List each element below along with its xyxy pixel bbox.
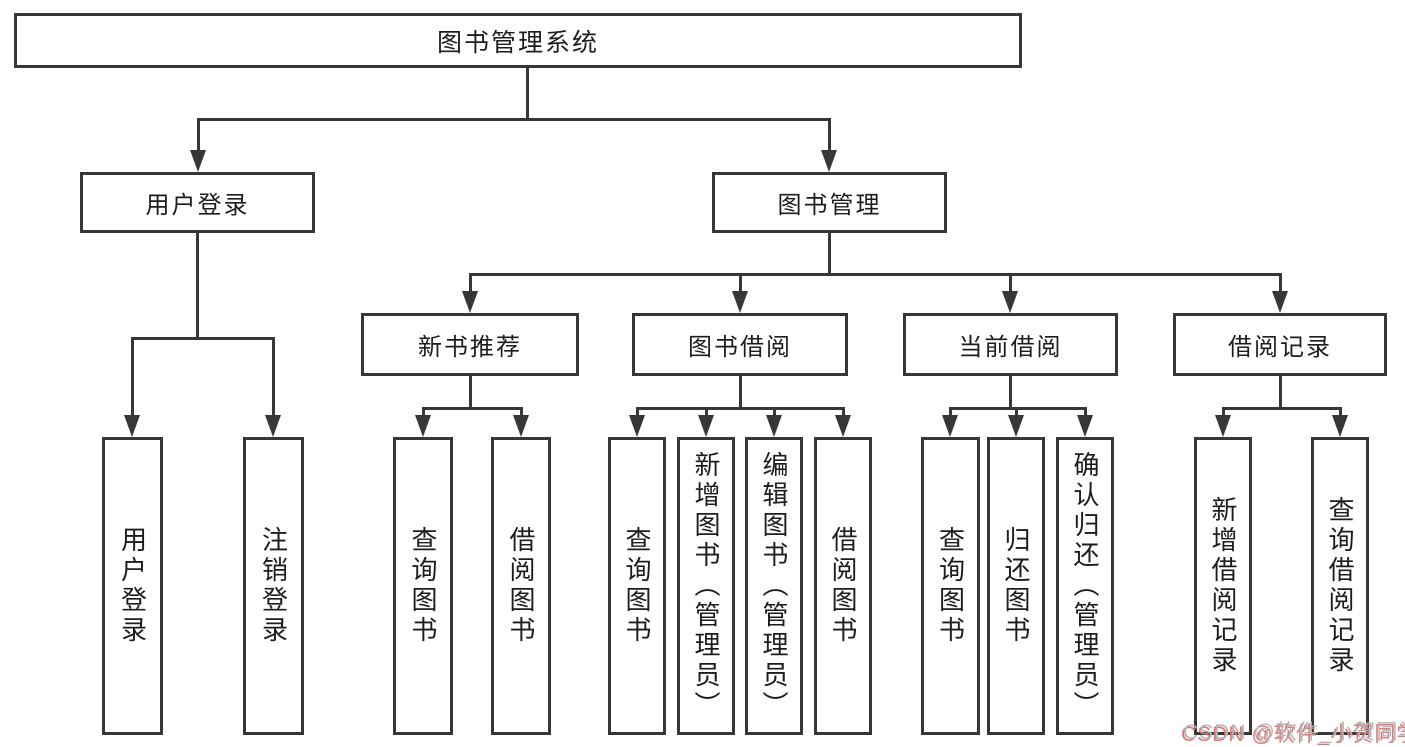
node-label: 图书管理系统 xyxy=(436,28,599,57)
connector-line xyxy=(636,407,639,421)
connector-line xyxy=(705,407,708,421)
arrow-down-icon xyxy=(124,415,140,437)
node-current-borrowing: 当前借阅 xyxy=(903,313,1118,376)
node-library-management-system: 图书管理系统 xyxy=(14,13,1022,68)
arrow-down-icon xyxy=(629,415,645,437)
connector-line xyxy=(197,118,830,121)
connector-line xyxy=(949,407,1087,410)
node-label: 查询图书 xyxy=(408,526,438,646)
node-label: 用户登录 xyxy=(145,192,250,219)
node-label: 图书借阅 xyxy=(688,334,792,361)
node-label: 新增借阅记录 xyxy=(1208,496,1238,676)
arrow-down-icon xyxy=(1332,415,1348,437)
leaf-newbook-borrow-books: 借阅图书 xyxy=(491,437,551,735)
connector-line xyxy=(1009,273,1012,295)
arrow-down-icon xyxy=(1008,415,1024,437)
node-label: 借阅图书 xyxy=(506,526,536,646)
connector-line xyxy=(1015,407,1018,421)
arrow-down-icon xyxy=(1002,291,1018,313)
connector-line xyxy=(1084,407,1087,421)
node-new-book-recommendation: 新书推荐 xyxy=(361,313,579,376)
connector-line xyxy=(636,407,845,410)
leaf-logout: 注销登录 xyxy=(243,437,304,735)
connector-line xyxy=(422,407,523,410)
connector-line xyxy=(520,407,523,421)
arrow-down-icon xyxy=(766,415,782,437)
connector-line xyxy=(739,375,742,409)
connector-line xyxy=(1222,407,1225,421)
node-label: 确认归还（管理员） xyxy=(1070,451,1100,721)
connector-line xyxy=(469,375,472,409)
node-label: 借阅记录 xyxy=(1228,334,1332,361)
connector-line xyxy=(526,68,529,118)
node-label: 图书管理 xyxy=(777,192,882,219)
connector-line xyxy=(949,407,952,421)
leaf-borrowing-edit-books-admin: 编辑图书（管理员） xyxy=(745,437,803,735)
node-label: 借阅图书 xyxy=(828,526,858,646)
connector-line xyxy=(196,233,199,339)
connector-line xyxy=(773,407,776,421)
connector-line xyxy=(469,273,472,295)
arrow-down-icon xyxy=(265,415,281,437)
leaf-records-query-borrow-record: 查询借阅记录 xyxy=(1311,437,1369,735)
arrow-down-icon xyxy=(190,150,206,172)
arrow-down-icon xyxy=(942,415,958,437)
leaf-borrowing-borrow-books: 借阅图书 xyxy=(814,437,872,735)
leaf-current-query-books: 查询图书 xyxy=(921,437,980,735)
connector-line xyxy=(1279,375,1282,409)
connector-line xyxy=(131,337,275,340)
leaf-current-return-books: 归还图书 xyxy=(987,437,1045,735)
connector-line xyxy=(1009,375,1012,409)
arrow-down-icon xyxy=(462,291,478,313)
node-book-management: 图书管理 xyxy=(712,172,947,233)
arrow-down-icon xyxy=(415,415,431,437)
connector-line xyxy=(131,337,134,419)
leaf-newbook-query-books: 查询图书 xyxy=(393,437,453,735)
node-label: 编辑图书（管理员） xyxy=(759,451,789,721)
arrow-down-icon xyxy=(1272,291,1288,313)
connector-line xyxy=(739,273,742,295)
node-label: 注销登录 xyxy=(258,526,289,646)
connector-line xyxy=(828,118,831,154)
arrow-down-icon xyxy=(835,415,851,437)
node-label: 新增图书（管理员） xyxy=(691,451,721,721)
arrow-down-icon xyxy=(732,291,748,313)
connector-line xyxy=(828,233,831,275)
node-label: 用户登录 xyxy=(117,526,148,646)
node-label: 归还图书 xyxy=(1001,526,1031,646)
node-label: 查询图书 xyxy=(935,526,966,646)
node-borrowing-records: 借阅记录 xyxy=(1173,313,1387,376)
arrow-down-icon xyxy=(1215,415,1231,437)
connector-line xyxy=(422,407,425,421)
arrow-down-icon xyxy=(1077,415,1093,437)
node-label: 查询借阅记录 xyxy=(1325,496,1355,676)
leaf-records-add-borrow-record: 新增借阅记录 xyxy=(1194,437,1252,735)
leaf-user-login: 用户登录 xyxy=(102,437,163,735)
leaf-current-confirm-return-admin: 确认归还（管理员） xyxy=(1056,437,1114,735)
connector-line xyxy=(842,407,845,421)
leaf-borrowing-add-books-admin: 新增图书（管理员） xyxy=(677,437,735,735)
connector-line xyxy=(1279,273,1282,295)
node-label: 新书推荐 xyxy=(418,334,522,361)
connector-line xyxy=(1222,407,1342,410)
arrow-down-icon xyxy=(698,415,714,437)
connector-line xyxy=(469,273,1282,276)
leaf-borrowing-query-books: 查询图书 xyxy=(608,437,666,735)
arrow-down-icon xyxy=(513,415,529,437)
connector-line xyxy=(1339,407,1342,421)
node-book-borrowing: 图书借阅 xyxy=(632,313,848,376)
node-label: 查询图书 xyxy=(622,526,652,646)
node-user-login: 用户登录 xyxy=(80,172,315,233)
arrow-down-icon xyxy=(821,150,837,172)
connector-line xyxy=(197,118,200,154)
node-label: 当前借阅 xyxy=(958,334,1063,361)
connector-line xyxy=(272,337,275,419)
csdn-watermark: CSDN @软件_小贺同学 xyxy=(1183,721,1405,744)
